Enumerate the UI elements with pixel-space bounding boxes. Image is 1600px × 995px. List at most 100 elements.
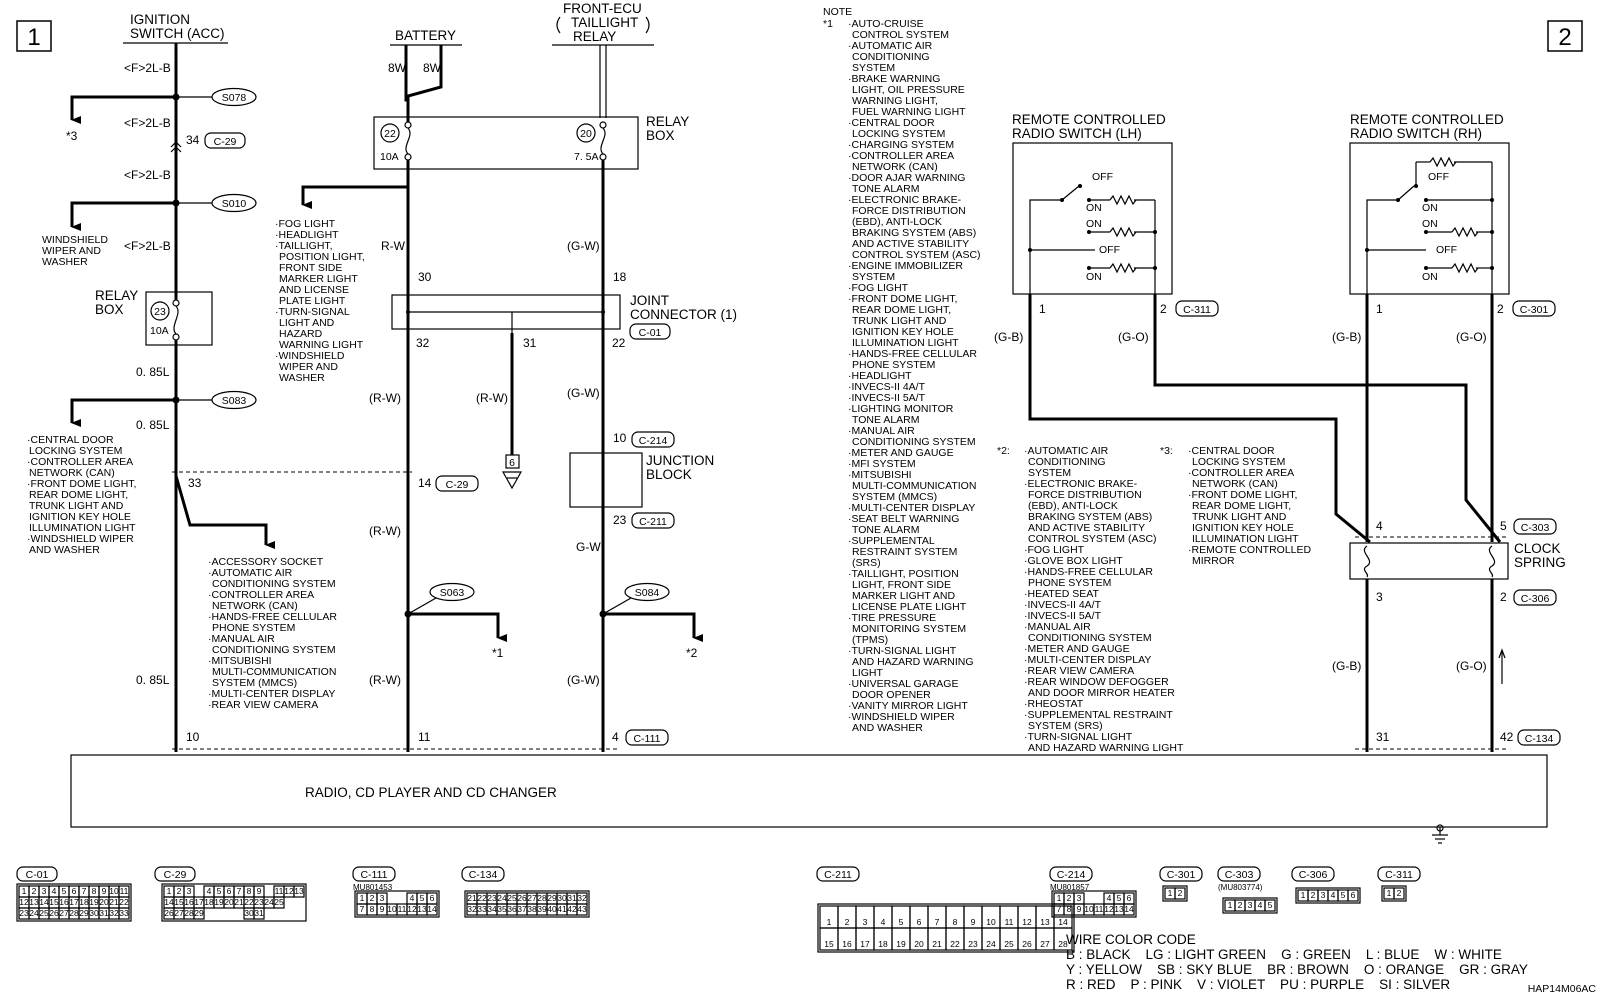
list-line: RESTRAINT SYSTEM (852, 546, 957, 558)
pin-number: 2 (32, 886, 37, 896)
list-line: ·CONTROLLER AREA (1188, 467, 1294, 479)
list-line: (EBD), ANTI-LOCK (1028, 500, 1118, 512)
pin-number: 14 (39, 897, 49, 907)
list-line: ·AUTOMATIC AIR (208, 567, 293, 579)
relaybox-middle (373, 116, 639, 170)
relaybox-left-2: BOX (95, 302, 124, 317)
remote-switch-lh (1012, 142, 1173, 295)
pin-number: 24 (29, 908, 39, 918)
c111-face (354, 890, 440, 918)
conn-c311-tag (1175, 300, 1219, 317)
list-line: SYSTEM (852, 271, 895, 283)
pin-number: 23 (487, 893, 497, 903)
gw-label-2: (G-W) (567, 386, 600, 400)
pin-number: 36 (507, 904, 517, 914)
list-line: ·WINDSHIELD (275, 350, 345, 362)
list-line: LIGHT, FRONT SIDE (852, 579, 951, 591)
list-line: LICENSE PLATE LIGHT (852, 601, 967, 613)
pin-11: 11 (418, 730, 431, 744)
list-line: ·TURN-SIGNAL LIGHT (848, 645, 957, 657)
pin-number: 2 (177, 886, 182, 896)
pin-number: 14 (164, 897, 174, 907)
list-line: ·AUTOMATIC AIR (1024, 445, 1109, 457)
list-line: ·FOG LIGHT (848, 282, 909, 294)
pin-number: 28 (1058, 939, 1068, 949)
pin-number: 6 (227, 886, 232, 896)
radio-pin-31: 31 (1376, 730, 1390, 744)
pin-number: 15 (174, 897, 184, 907)
pin-number: 1 (1387, 888, 1392, 898)
list-line: ·FRONT DOME LIGHT, (1188, 489, 1297, 501)
rh-off-1: OFF (1428, 171, 1449, 183)
pin-number: 15 (49, 897, 59, 907)
pin-number: 21 (234, 897, 244, 907)
lh-on-3: ON (1086, 271, 1102, 283)
face-c214-label: C-214 (1057, 869, 1086, 881)
list-line: ·HEADLIGHT (848, 370, 912, 382)
pin-number: 16 (59, 897, 69, 907)
pin-number: 10 (109, 886, 119, 896)
note-star2: *2: (997, 445, 1010, 457)
frontecu-1: FRONT-ECU (563, 1, 642, 16)
list-line: WARNING LIGHT (279, 339, 364, 351)
list-line: LOCKING SYSTEM (1192, 456, 1285, 468)
pin-number: 13 (1040, 917, 1050, 927)
list-line: FUEL WARNING LIGHT (852, 106, 966, 118)
cs-pin-3: 3 (1376, 590, 1383, 604)
list-line: REAR DOME LIGHT, (29, 489, 128, 501)
c311-face (1381, 885, 1407, 902)
jb-label-1: JUNCTION (646, 453, 714, 468)
list-line: FRONT SIDE (279, 262, 342, 274)
conn-c303-label: C-303 (1521, 522, 1550, 534)
pin-18: 18 (613, 270, 627, 284)
pin-number: 1 (1228, 900, 1233, 910)
size-085l-2: 0. 85L (136, 418, 170, 432)
c306-face (1295, 887, 1361, 904)
list-line: CONDITIONING (1028, 456, 1106, 468)
splice-s078-label: S078 (222, 92, 247, 104)
wire-color-row-2: Y : YELLOW SB : SKY BLUE BR : BROWN O : … (1066, 962, 1528, 977)
splice-s010-label: S010 (222, 198, 247, 210)
pin-31: 31 (523, 336, 537, 350)
cs-gb-label: (G-B) (1332, 659, 1361, 673)
pin-number: 13 (1114, 904, 1124, 914)
list-line: ·GLOVE BOX LIGHT (1024, 555, 1123, 567)
pin-34: 34 (186, 133, 200, 147)
page-number-right: 2 (1558, 24, 1571, 51)
conn-c214-tag (631, 431, 675, 448)
pin-number: 6 (1351, 890, 1356, 900)
pin-number: 32 (577, 893, 587, 903)
splice-s084-label: S084 (635, 587, 660, 599)
list-line: ·CENTRAL DOOR (27, 434, 114, 446)
pin-number: 26 (1022, 939, 1032, 949)
pin-number: 7 (237, 886, 242, 896)
list-line: LIGHT (852, 667, 884, 679)
face-c301-label: C-301 (1167, 869, 1196, 881)
conn-c211-tag (631, 512, 675, 529)
pin-number: 23 (254, 897, 264, 907)
pin-number: 11 (398, 904, 407, 914)
pin-number: 27 (174, 908, 184, 918)
list-line: ·CHARGING SYSTEM (848, 139, 954, 151)
pin-number: 13 (417, 904, 427, 914)
list-line: (TPMS) (852, 634, 888, 646)
joint-connector (391, 294, 621, 330)
pin-number: 8 (953, 917, 958, 927)
list-line: SYSTEM (1028, 467, 1071, 479)
wire-label-f2lb-4: <F>2L-B (124, 239, 171, 253)
pin-number: 25 (507, 893, 517, 903)
conn-c29-tag-2 (435, 475, 479, 492)
c214-face (1051, 890, 1137, 918)
pin-number: 8 (92, 886, 97, 896)
list-line: ·CONTROLLER AREA (208, 589, 314, 601)
splice-s084 (624, 582, 670, 602)
pin-number: 1 (1301, 890, 1306, 900)
list-line: LIGHT, OIL PRESSURE (852, 84, 965, 96)
note-star1: *1 (823, 18, 833, 30)
pin-number: 9 (1077, 904, 1082, 914)
pin-number: 29 (194, 908, 204, 918)
battery-8w-2: 8W (423, 61, 442, 75)
list-line: MARKER LIGHT (279, 273, 358, 285)
clock-spring-coil-1 (1363, 545, 1371, 578)
pin-number: 10 (1084, 904, 1094, 914)
